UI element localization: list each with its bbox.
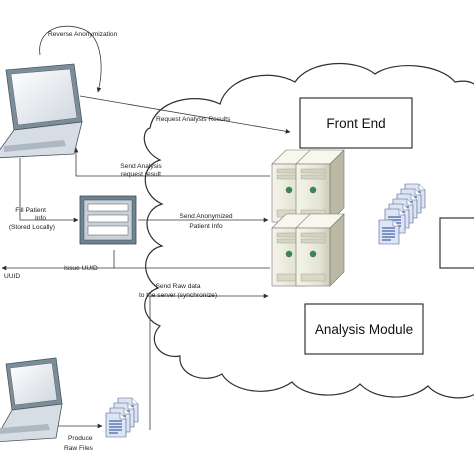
front-end-box bbox=[299, 97, 413, 149]
partial-right-box bbox=[439, 217, 474, 269]
label-send-anonymized-1: Send Anonymized bbox=[179, 213, 232, 220]
label-send-raw-1: Send Raw data bbox=[155, 283, 200, 290]
label-uuid-left: UUID bbox=[4, 273, 20, 280]
label-send-analysis-2: request result bbox=[121, 171, 161, 178]
send-raw-line bbox=[149, 293, 269, 430]
send-analysis-line bbox=[73, 147, 270, 177]
label-fill-patient-2: Info bbox=[35, 215, 46, 222]
label-send-anonymized-2: Patient Info bbox=[189, 223, 223, 230]
label-produce-1: Produce bbox=[68, 435, 93, 442]
laptop-bottom-icon bbox=[0, 357, 63, 443]
label-issue-uuid: Issue UUID bbox=[64, 265, 98, 272]
label-request-analysis-results: Request Analysis Results bbox=[156, 116, 231, 123]
label-fill-patient-1: Fill Patient bbox=[15, 207, 46, 214]
analysis-module-label: Analysis Module bbox=[315, 322, 413, 337]
server-cluster-icon bbox=[271, 149, 345, 287]
fill-patient-line bbox=[19, 158, 79, 223]
request-analysis-arrow bbox=[79, 95, 291, 134]
label-produce-2: Raw Files bbox=[64, 445, 94, 452]
analysis-module-box bbox=[304, 303, 424, 355]
anonymizer-device-icon bbox=[79, 195, 137, 245]
label-send-analysis-1: Send Analysis bbox=[120, 163, 162, 170]
label-send-raw-2: to the server (synchronize) bbox=[139, 292, 217, 299]
front-end-label: Front End bbox=[326, 116, 385, 131]
label-fill-patient-3: (Stored Locally) bbox=[9, 224, 55, 231]
raw-files-icon bbox=[105, 397, 139, 438]
label-reverse-anonymization: Reverse Anonymization bbox=[48, 31, 118, 38]
laptop-top-icon bbox=[0, 63, 83, 159]
